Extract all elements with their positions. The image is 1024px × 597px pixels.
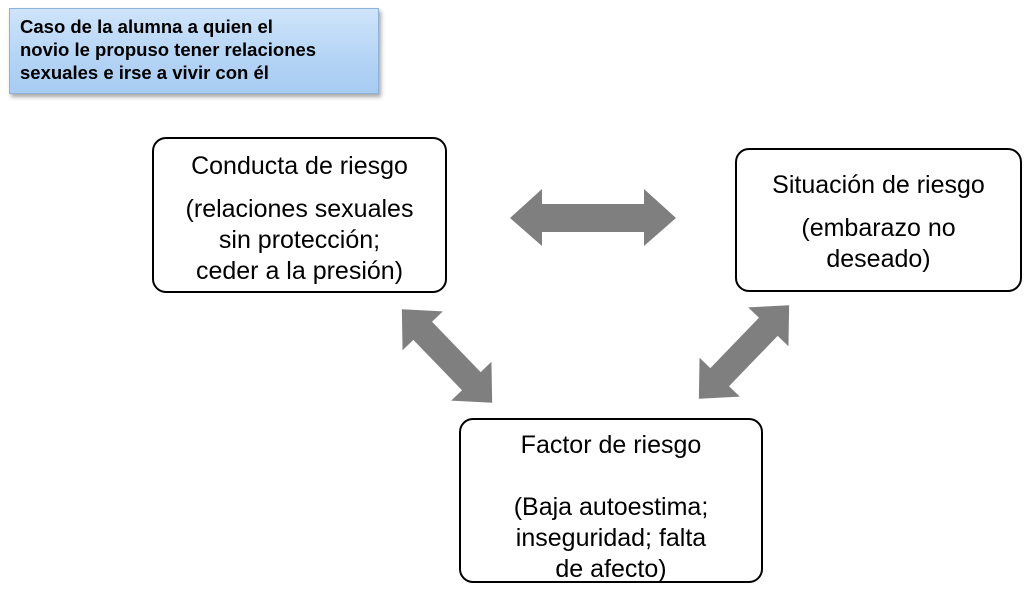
risk-situation-title: Situación de riesgo — [772, 171, 985, 199]
risk-factor-detail-line-3: de afecto) — [555, 555, 667, 583]
arrow-conducta-factor — [401, 309, 493, 403]
case-description-line-1: Caso de la alumna a quien el — [20, 16, 273, 37]
case-description-box: Caso de la alumna a quien el novio le pr… — [9, 8, 379, 94]
spacer — [154, 182, 445, 194]
risk-behavior-detail-line-1: (relaciones sexuales — [185, 195, 414, 223]
risk-factor-title: Factor de riesgo — [520, 431, 702, 459]
risk-behavior-detail-line-3: ceder a la presión) — [195, 257, 404, 285]
case-description-line-2: novio le propuso tener relaciones — [20, 39, 317, 60]
risk-factor-node: Factor de riesgo (Baja autoestima; inseg… — [459, 418, 763, 583]
risk-situation-detail-line-1: (embarazo no — [801, 214, 956, 242]
spacer — [461, 461, 761, 492]
arrow-situacion-factor — [698, 305, 790, 399]
arrow-conducta-situacion — [510, 189, 676, 246]
risk-factor-detail-line-2: inseguridad; falta — [515, 524, 707, 552]
risk-situation-detail-line-2: deseado) — [826, 245, 931, 273]
spacer — [737, 201, 1020, 213]
case-description-line-3: sexuales e irse a vivir con él — [20, 62, 269, 83]
risk-behavior-title: Conducta de riesgo — [191, 152, 408, 180]
risk-situation-node: Situación de riesgo (embarazo no deseado… — [735, 148, 1022, 292]
risk-behavior-detail-line-2: sin protección; — [218, 226, 381, 254]
risk-factor-detail-line-1: (Baja autoestima; — [513, 493, 709, 521]
risk-behavior-node: Conducta de riesgo (relaciones sexuales … — [152, 137, 447, 293]
